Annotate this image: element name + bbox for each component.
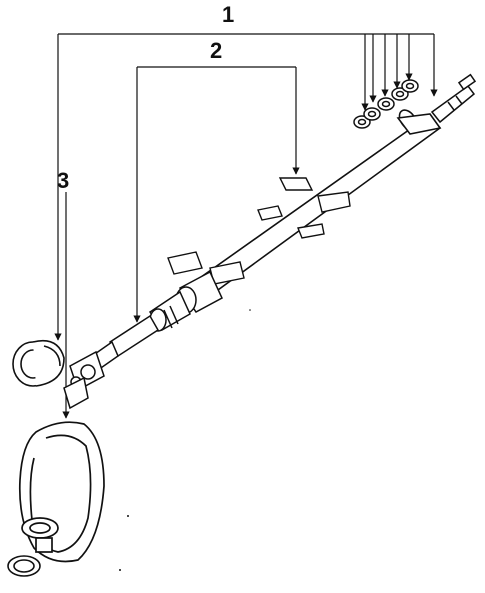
callout-1-label: 1 [222, 2, 235, 27]
gear-housing [18, 421, 105, 563]
lower-seal [7, 555, 41, 577]
lower-coupling [148, 270, 223, 332]
upper-shaft [430, 73, 477, 124]
mounting-brackets [167, 177, 351, 285]
intermediate-shaft [91, 314, 160, 372]
rubber-boot [12, 339, 65, 387]
leader-lines-2 [133, 66, 300, 323]
bearing-rings [353, 79, 419, 129]
universal-joint [63, 350, 105, 410]
callout-3-label: 3 [57, 168, 70, 193]
callout-2-label: 2 [210, 38, 223, 63]
leader-lines-1 [54, 33, 438, 341]
specks [119, 309, 251, 571]
